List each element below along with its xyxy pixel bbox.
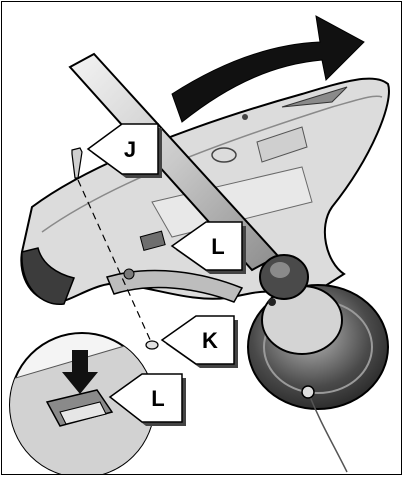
callout-l-lower: L [108, 373, 186, 426]
detail-inset [10, 333, 154, 474]
washer [145, 340, 159, 350]
guard-lip [21, 247, 76, 305]
guard-logo-oval [211, 147, 237, 163]
curved-arrow-icon [171, 15, 365, 123]
callout-l-upper-label: L [211, 234, 224, 259]
callout-k: K [160, 315, 238, 368]
guard-rim [41, 95, 383, 233]
down-arrow-icon [62, 350, 98, 394]
mount-slot [139, 230, 166, 251]
callout-l-upper: L [170, 221, 246, 274]
motor-top-highlight [270, 262, 290, 278]
guard-flap [151, 166, 313, 238]
assembly-guide-line [77, 179, 153, 345]
head-screw [268, 298, 276, 306]
screw-hole [123, 268, 135, 280]
guard-rib-1 [256, 126, 308, 163]
trimmer-line [307, 391, 348, 473]
callout-j-label: J [124, 137, 136, 162]
inset-tab [59, 401, 107, 425]
mount-bracket [105, 269, 244, 303]
guard-rib-2 [281, 86, 348, 108]
diagram-canvas: J L K L [9, 15, 390, 474]
screw [71, 147, 83, 179]
callout-l-lower-label: L [151, 386, 164, 411]
guard-hole [242, 114, 248, 120]
line-eyelet [301, 385, 315, 399]
callout-j: J [86, 123, 162, 178]
callout-k-label: K [202, 328, 218, 353]
